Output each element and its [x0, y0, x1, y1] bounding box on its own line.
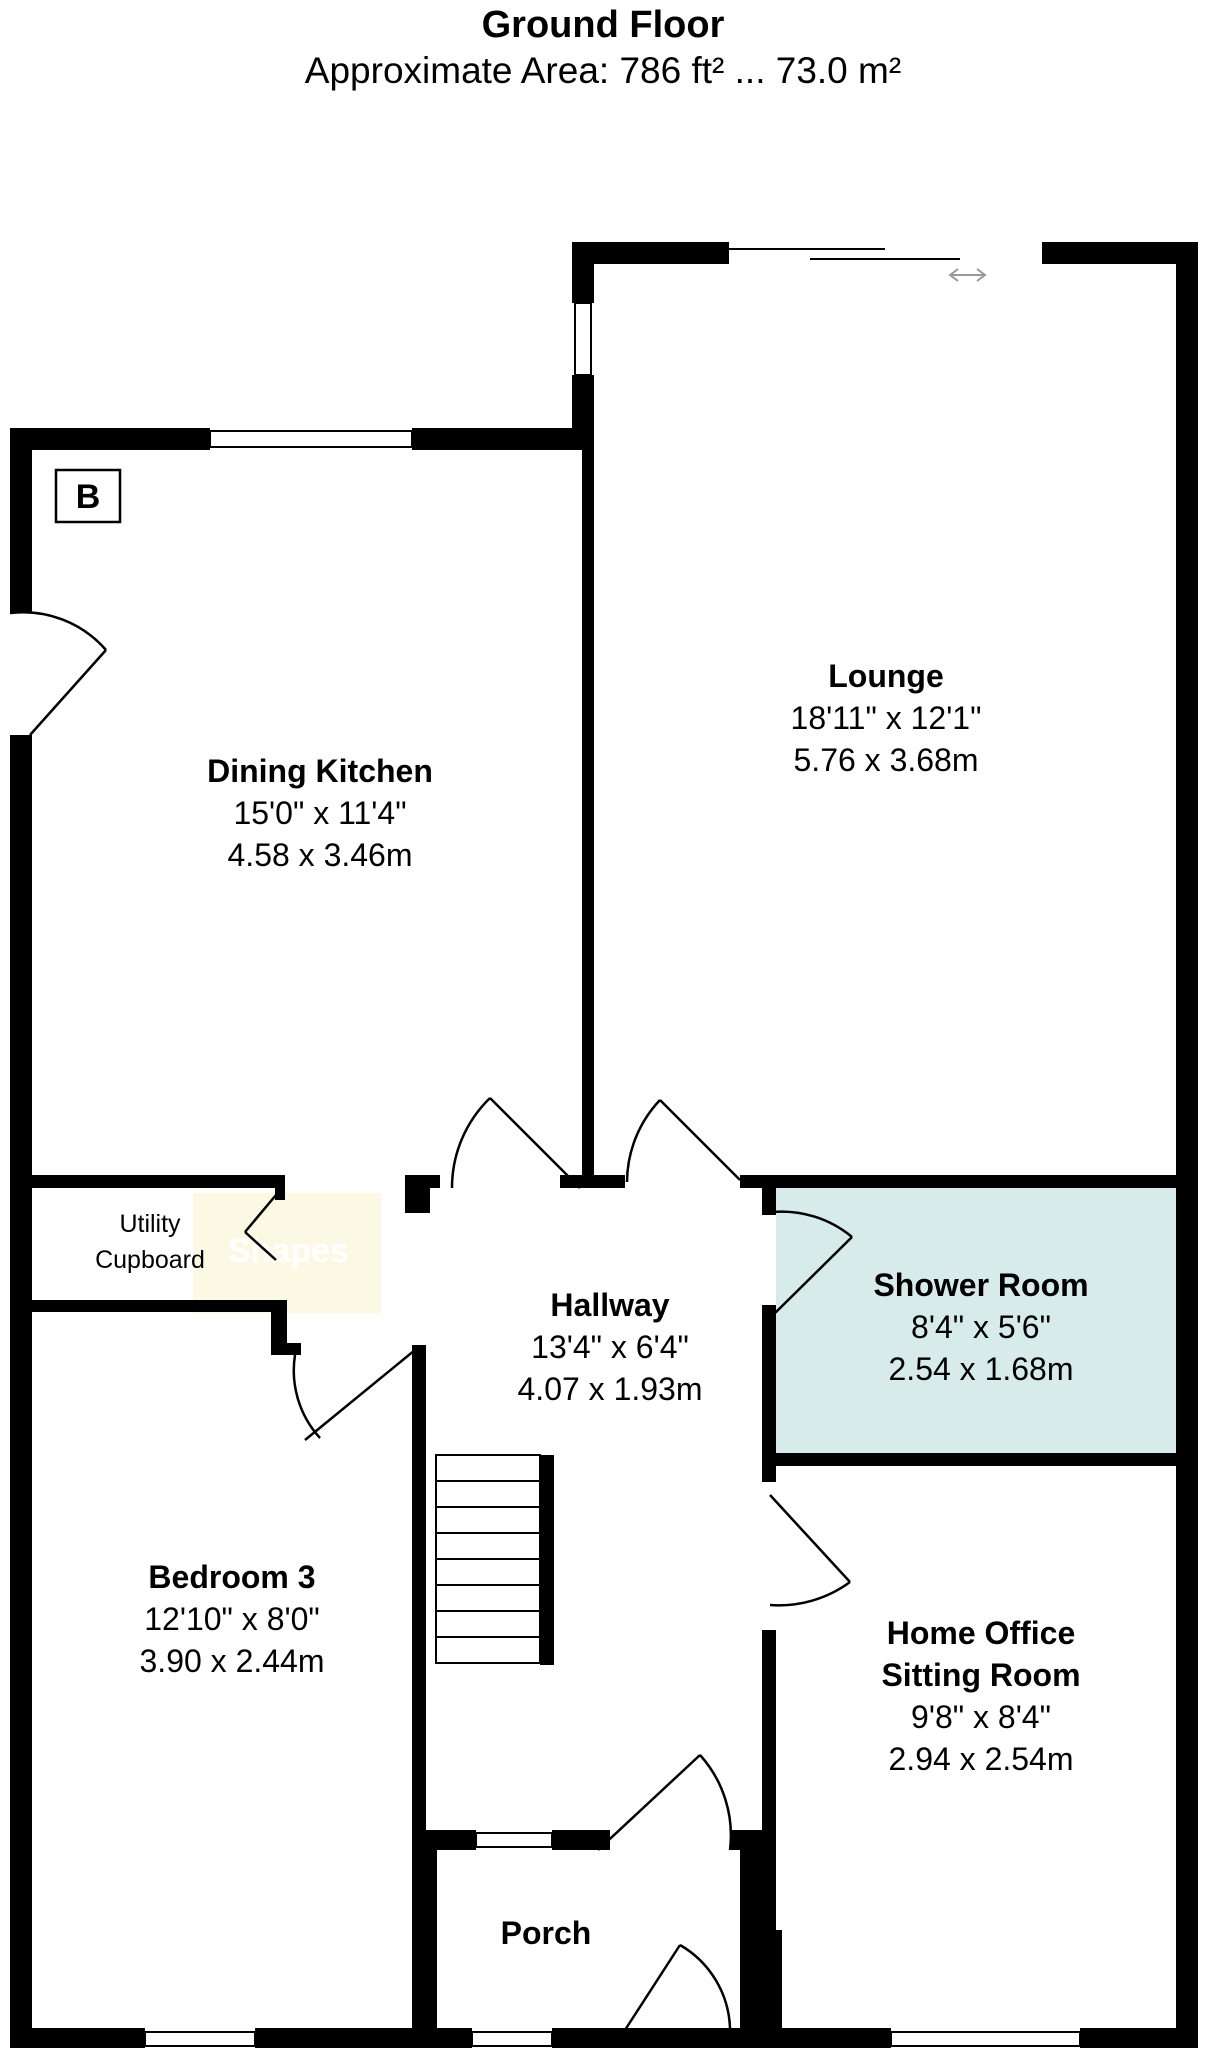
door-leaf [597, 1754, 701, 1851]
wall [271, 1343, 301, 1355]
boiler-badge: B [54, 468, 122, 524]
window [144, 2031, 256, 2047]
wall [552, 1830, 610, 1850]
hallway-imperial: 13'4" x 6'4" [531, 1329, 689, 1365]
hallway-name: Hallway [550, 1287, 669, 1323]
wall [412, 2028, 472, 2048]
windows [144, 302, 1081, 2047]
wall [762, 1930, 782, 2048]
wall [10, 2028, 145, 2048]
wall [762, 1305, 776, 1482]
wall [426, 1830, 476, 1850]
door-swing [699, 1754, 733, 1851]
door-swing [450, 1097, 491, 1189]
door-swing [679, 1943, 732, 2029]
wall [572, 242, 729, 264]
wall [255, 2028, 437, 2048]
door-leaf [769, 1236, 853, 1319]
door-leaf [659, 1099, 741, 1181]
room-labels: Lounge 18'11" x 12'1" 5.76 x 3.68m Dinin… [95, 658, 1088, 1951]
door-leaf [244, 1231, 277, 1261]
dining-kitchen-imperial: 15'0" x 11'4" [233, 795, 406, 831]
wall [32, 1175, 282, 1188]
shower-room-imperial: 8'4" x 5'6" [911, 1309, 1051, 1345]
area-subtitle: Approximate Area: 786 ft² ... 73.0 m² [304, 50, 902, 91]
home-office-imperial: 9'8" x 8'4" [911, 1699, 1051, 1735]
watermark-logo: Shapes [193, 1193, 381, 1313]
bedroom-3-name: Bedroom 3 [148, 1559, 315, 1595]
wall [776, 2028, 891, 2048]
door-leaf [304, 1349, 416, 1441]
utility-label-1: Utility [119, 1210, 181, 1238]
wall [552, 2028, 762, 2048]
wall [271, 1300, 287, 1355]
boiler-badge-label: B [76, 478, 101, 516]
window [574, 302, 592, 376]
wall [405, 1175, 430, 1213]
window [475, 1832, 553, 1848]
door-leaf [489, 1097, 581, 1189]
watermark-text: Shapes [228, 1232, 349, 1270]
wall [540, 1455, 554, 1665]
lounge-name: Lounge [828, 658, 944, 694]
door-swing [769, 1580, 851, 1607]
wall [10, 735, 32, 2048]
wall [762, 1175, 776, 1215]
home-office-name-1: Home Office [887, 1615, 1075, 1651]
wall [1080, 2028, 1198, 2048]
bedroom-3-metric: 3.90 x 2.44m [140, 1643, 325, 1679]
door-swing [292, 1354, 321, 1439]
wall [10, 428, 210, 450]
wall [412, 1845, 437, 2048]
lounge-metric: 5.76 x 3.68m [794, 742, 979, 778]
lounge-imperial: 18'11" x 12'1" [791, 700, 982, 736]
plan-header: Ground Floor Approximate Area: 786 ft² .… [0, 0, 1206, 94]
door-leaf [244, 1194, 277, 1233]
hallway-metric: 4.07 x 1.93m [518, 1371, 703, 1407]
dining-kitchen-metric: 4.58 x 3.46m [228, 837, 413, 873]
walls [10, 242, 1198, 2048]
wall [740, 1175, 1176, 1188]
window [890, 2031, 1081, 2047]
staircase [435, 1454, 541, 1664]
window [471, 2031, 553, 2047]
wall [572, 375, 594, 450]
shower-room-name: Shower Room [873, 1267, 1088, 1303]
utility-label-2: Cupboard [95, 1246, 205, 1274]
wall [412, 428, 582, 450]
wall [1042, 242, 1198, 264]
door-swing [9, 611, 107, 651]
door-swing [625, 1099, 661, 1183]
wall [572, 242, 594, 303]
porch-name: Porch [501, 1915, 592, 1951]
sliding-door [729, 248, 987, 282]
doors [9, 611, 853, 2031]
wall [275, 1175, 285, 1200]
wall [582, 450, 594, 1175]
door-leaf [769, 1494, 851, 1583]
door-swing [771, 1210, 853, 1238]
door-leaf [29, 649, 107, 736]
door-leaf [623, 1944, 682, 2031]
page-title: Ground Floor [481, 4, 725, 46]
window [209, 430, 413, 448]
wall [32, 1300, 287, 1312]
home-office-name-2: Sitting Room [881, 1657, 1080, 1693]
bedroom-3-imperial: 12'10" x 8'0" [144, 1601, 320, 1637]
wall [762, 1453, 1198, 1466]
wall [1176, 242, 1198, 2048]
shower-room-metric: 2.54 x 1.68m [889, 1351, 1074, 1387]
home-office-metric: 2.94 x 2.54m [889, 1741, 1074, 1777]
wall [10, 428, 32, 613]
wall [762, 1630, 776, 1890]
dining-kitchen-name: Dining Kitchen [207, 753, 433, 789]
shower-room-fill [776, 1188, 1176, 1453]
